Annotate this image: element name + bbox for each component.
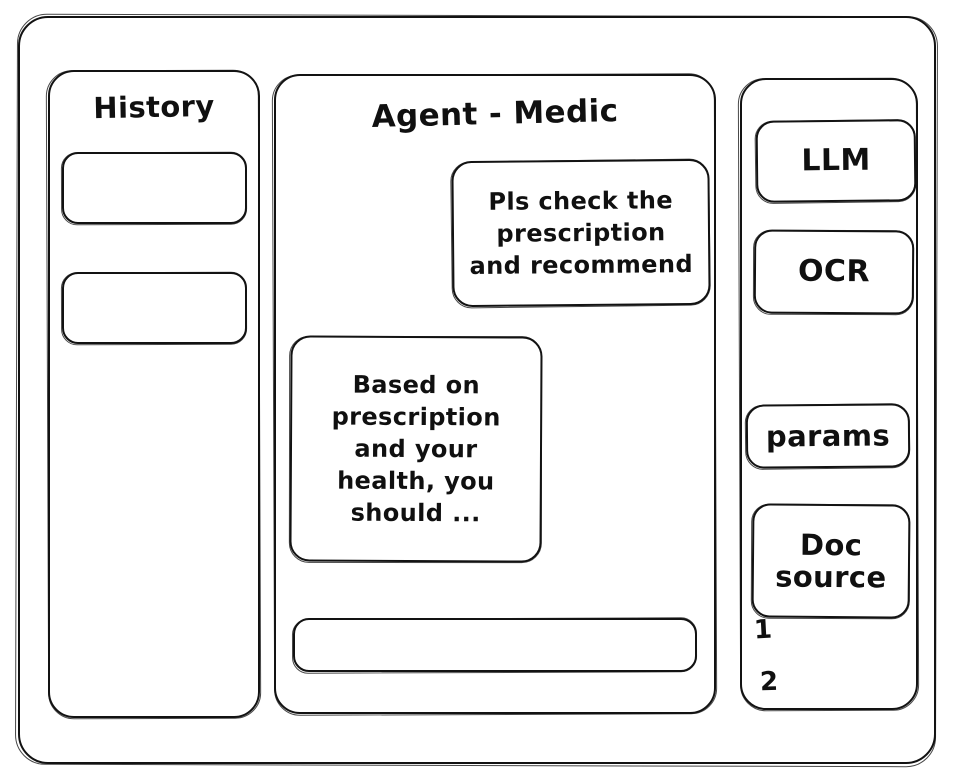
chat-message-user: Pls check the prescription and recommend xyxy=(451,158,711,308)
agent-chat-panel xyxy=(274,74,716,714)
chat-message-user-text: Pls check the prescription and recommend xyxy=(469,185,694,281)
history-panel-title: History xyxy=(93,88,215,126)
message-input[interactable] xyxy=(293,618,697,672)
history-list-item[interactable] xyxy=(62,272,247,344)
history-list-item[interactable] xyxy=(62,152,247,224)
tool-button-llm[interactable]: LLM xyxy=(755,119,917,203)
tools-sidebar-panel xyxy=(740,78,918,710)
history-sidebar-panel xyxy=(48,70,260,718)
doc-source-label: Doc source xyxy=(775,527,887,595)
tool-button-ocr-label: OCR xyxy=(797,253,871,290)
doc-source-box[interactable]: Doc source xyxy=(751,503,911,619)
chat-message-agent: Based on prescription and your health, y… xyxy=(289,335,543,563)
tool-button-params-label: params xyxy=(765,418,891,454)
doc-source-ref-item[interactable]: 1 xyxy=(753,614,774,646)
tool-button-llm-label: LLM xyxy=(801,142,871,179)
tool-button-ocr[interactable]: OCR xyxy=(753,229,915,315)
app-window-frame xyxy=(18,16,936,764)
chat-message-agent-text: Based on prescription and your health, y… xyxy=(331,370,501,528)
tool-button-params[interactable]: params xyxy=(745,403,911,469)
doc-source-ref-item[interactable]: 2 xyxy=(759,666,780,698)
